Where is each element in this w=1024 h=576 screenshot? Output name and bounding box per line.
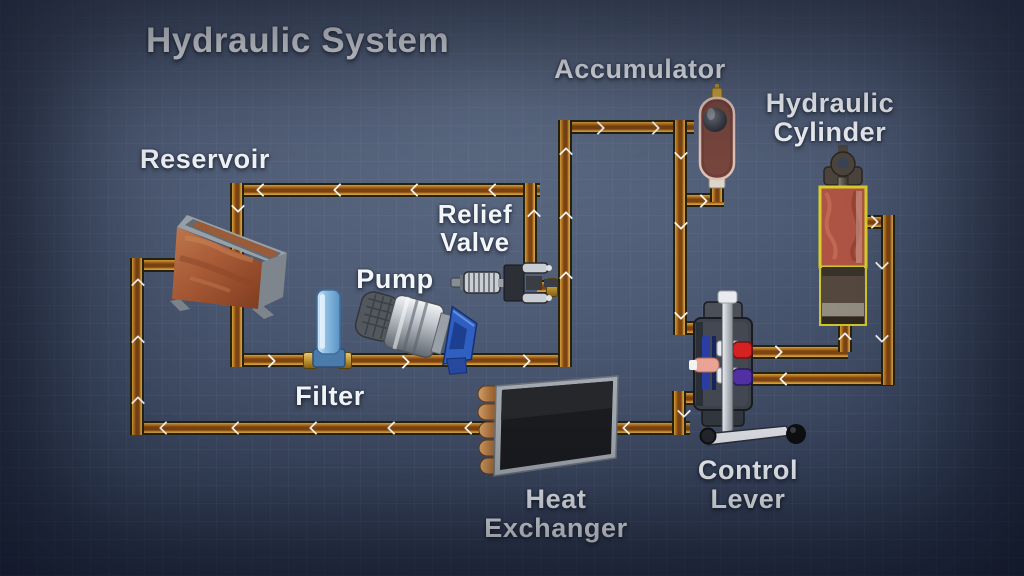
label-control-lever: Control Lever: [668, 456, 828, 513]
reservoir-graphic: [140, 203, 315, 321]
pipe-segment: [672, 391, 686, 435]
pipe-segment: [881, 215, 895, 385]
accumulator-graphic: [696, 84, 738, 192]
label-line: Hydraulic: [765, 88, 895, 118]
label-pump: Pump: [356, 264, 434, 294]
pipe-segment: [838, 322, 852, 352]
pipe-segment: [523, 183, 537, 273]
relief-valve-graphic: [450, 260, 562, 308]
label-heat-exchanger: Heat Exchanger: [456, 485, 656, 542]
label-line: Relief: [437, 199, 513, 229]
control-lever-graphic: [664, 288, 816, 456]
label-hydraulic-cylinder: Hydraulic Cylinder: [745, 89, 915, 146]
pipe-segment: [230, 183, 540, 197]
pipe-segment: [673, 120, 687, 335]
label-relief-valve: Relief Valve: [400, 199, 550, 257]
label-reservoir: Reservoir: [140, 144, 270, 174]
label-line: Cylinder: [773, 116, 887, 147]
label-line: Valve: [440, 226, 510, 257]
pipe-segment: [558, 120, 694, 134]
label-line: Exchanger: [484, 512, 628, 543]
pipe-segment: [744, 372, 894, 386]
label-line: Lever: [710, 483, 786, 514]
label-line: Control: [697, 455, 799, 485]
heat-exchanger-graphic: [472, 372, 624, 484]
page-title: Hydraulic System: [146, 21, 450, 60]
pipe-segment: [613, 421, 690, 435]
pump-graphic: [352, 290, 480, 384]
hydraulic-cylinder-graphic: [812, 143, 874, 335]
pipe-segment: [130, 421, 492, 435]
filter-graphic: [306, 287, 352, 372]
label-line: Heat: [525, 484, 587, 514]
label-filter: Filter: [295, 381, 365, 411]
pipe-segment: [744, 345, 848, 359]
label-accumulator: Accumulator: [554, 54, 726, 84]
pipe-segment: [130, 258, 144, 435]
pipe-segment: [558, 120, 572, 367]
